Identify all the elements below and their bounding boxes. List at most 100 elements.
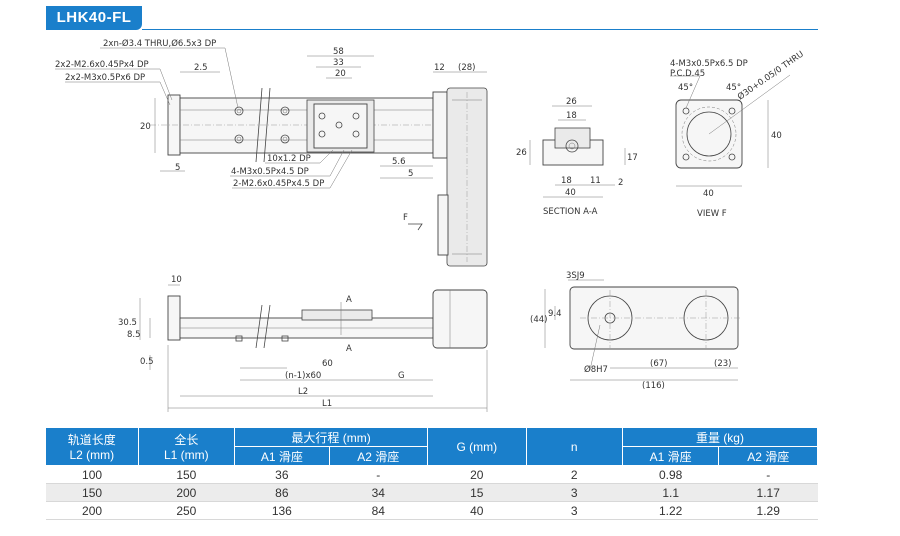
side-view xyxy=(139,284,488,412)
col-weight-a1: A1 滑座 xyxy=(622,446,720,466)
technical-drawing: 2xn-Ø3.4 THRU,Ø6.5x3 DP 2x2-M2.6x0.45Px4… xyxy=(55,38,806,412)
sec-dim-17: 17 xyxy=(627,153,638,163)
total-length-header: 全长 xyxy=(174,433,199,447)
cell-weight-a1: 1.22 xyxy=(622,501,719,520)
end-view xyxy=(544,279,740,381)
section-mark-top: A xyxy=(346,295,352,305)
section-aa xyxy=(529,105,626,198)
cell-l1: 200 xyxy=(138,483,235,502)
side-slider xyxy=(301,309,373,321)
cell-g: 15 xyxy=(427,483,527,502)
dim-58: 58 xyxy=(333,47,344,57)
viewf-bore-label: Ø30+0.05/0 THRU xyxy=(735,49,805,103)
model-title: LHK40-FL xyxy=(46,6,142,30)
total-length-unit: L1 (mm) xyxy=(163,448,209,462)
title-underline xyxy=(142,29,818,30)
spec-table: 轨道长度 L2 (mm) 全长 L1 (mm) 最大行程 (mm) G (mm)… xyxy=(46,428,819,520)
cell-stroke-a1: 36 xyxy=(234,465,330,484)
cell-stroke-a2: 84 xyxy=(329,501,428,520)
side-dim-10: 10 xyxy=(171,275,182,285)
viewf-dim-40v: 40 xyxy=(771,131,782,141)
cell-l2: 150 xyxy=(46,483,139,502)
dim-20: 20 xyxy=(335,69,346,79)
dim-33: 33 xyxy=(333,58,344,68)
rail-length-unit: L2 (mm) xyxy=(69,448,115,462)
m3-label: 2x2-M3x0.5Px6 DP xyxy=(65,73,145,83)
col-n: n xyxy=(526,428,623,466)
cell-l1: 150 xyxy=(138,465,235,484)
slot-label: 10x1.2 DP xyxy=(267,154,311,164)
dim-5-left: 5 xyxy=(175,163,180,173)
view-f-arrow-label: F xyxy=(403,213,408,223)
col-g: G (mm) xyxy=(427,428,527,466)
section-aa-caption: SECTION A-A xyxy=(543,207,598,217)
col-weight-a2: A2 滑座 xyxy=(718,446,818,466)
side-dim-l2: L2 xyxy=(298,387,308,397)
col-max-stroke: 最大行程 (mm) xyxy=(234,428,429,447)
cell-n: 2 xyxy=(526,465,623,484)
dim-5-6: 5.6 xyxy=(392,157,406,167)
sec-dim-26v: 26 xyxy=(516,148,527,158)
end-dim-44: (44) xyxy=(530,315,547,325)
section-mark-bottom: A xyxy=(346,344,352,354)
cell-stroke-a2: 34 xyxy=(329,483,428,502)
col-weight: 重量 (kg) xyxy=(622,428,819,447)
cell-l2: 100 xyxy=(46,465,139,484)
table-row: 150 200 86 34 15 3 1.1 1.17 xyxy=(46,483,818,502)
cell-weight-a1: 1.1 xyxy=(622,483,719,502)
top-view xyxy=(55,47,488,267)
sec-dim-11: 11 xyxy=(590,176,601,186)
side-dim-g: G xyxy=(398,371,405,381)
end-keyway-label: 3SJ9 xyxy=(566,271,585,281)
cell-n: 3 xyxy=(526,483,623,502)
cell-weight-a2: - xyxy=(718,465,818,484)
side-dim-0-5: 0.5 xyxy=(140,357,154,367)
end-dim-67: (67) xyxy=(650,359,667,369)
side-dim-8-5: 8.5 xyxy=(127,330,141,340)
cell-g: 40 xyxy=(427,501,527,520)
end-shaft-label: Ø8H7 xyxy=(584,364,608,375)
col-stroke-a1: A1 滑座 xyxy=(234,446,330,466)
side-dim-30-5: 30.5 xyxy=(118,318,137,328)
cell-g: 20 xyxy=(427,465,527,484)
table-row: 200 250 136 84 40 3 1.22 1.29 xyxy=(46,501,818,520)
dim-5-right: 5 xyxy=(408,169,413,179)
table-row: 100 150 36 - 20 2 0.98 - xyxy=(46,465,818,484)
side-motor xyxy=(432,289,488,349)
side-end-plate xyxy=(167,295,181,341)
col-rail-length: 轨道长度 L2 (mm) xyxy=(46,428,139,466)
viewf-angle-1: 45° xyxy=(678,83,693,93)
sec-dim-18b: 18 xyxy=(561,176,572,186)
dim-20-left: 20 xyxy=(140,122,151,132)
m26-slider-label: 2-M2.6x0.45Px4.5 DP xyxy=(233,179,324,189)
cell-stroke-a2: - xyxy=(329,465,428,484)
sec-dim-2: 2 xyxy=(618,178,623,188)
sec-dim-18: 18 xyxy=(566,111,577,121)
side-dim-n60: (n-1)x60 xyxy=(285,371,321,381)
sec-dim-40: 40 xyxy=(565,188,576,198)
viewf-dim-40h: 40 xyxy=(703,189,714,199)
view-f-caption: VIEW F xyxy=(697,209,727,219)
end-dim-116: (116) xyxy=(642,381,665,391)
viewf-pcd-label: P.C.D.45 xyxy=(670,69,705,79)
motor-flange xyxy=(432,91,448,159)
thru-hole-label: 2xn-Ø3.4 THRU,Ø6.5x3 DP xyxy=(103,38,216,49)
col-stroke-a2: A2 滑座 xyxy=(329,446,429,466)
cell-weight-a2: 1.29 xyxy=(718,501,818,520)
m26-label: 2x2-M2.6x0.45Px4 DP xyxy=(55,60,149,70)
end-dim-23: (23) xyxy=(714,359,731,369)
dim-28: (28) xyxy=(458,63,475,73)
cell-l2: 200 xyxy=(46,501,139,520)
viewf-angle-2: 45° xyxy=(726,83,741,93)
col-total-length: 全长 L1 (mm) xyxy=(138,428,236,466)
view-f xyxy=(670,74,791,187)
cell-weight-a1: 0.98 xyxy=(622,465,719,484)
cell-stroke-a1: 136 xyxy=(234,501,330,520)
sec-dim-26: 26 xyxy=(566,97,577,107)
dim-2-5: 2.5 xyxy=(194,63,208,73)
m3-slider-label: 4-M3x0.5Px4.5 DP xyxy=(231,167,309,177)
rail-body xyxy=(179,97,434,154)
dim-12: 12 xyxy=(434,63,445,73)
cell-stroke-a1: 86 xyxy=(234,483,330,502)
end-dim-9-4: 9.4 xyxy=(548,309,562,319)
